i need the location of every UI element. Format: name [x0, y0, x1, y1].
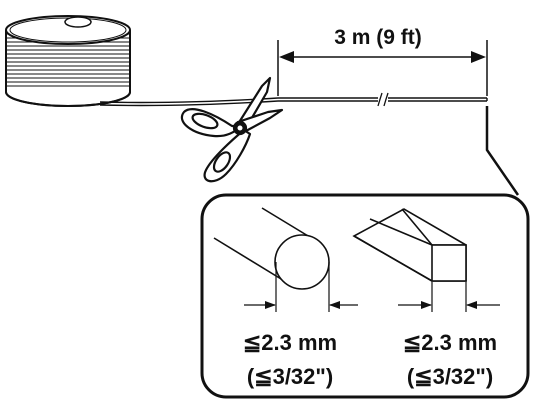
callout-leader	[485, 106, 520, 196]
round-wire-dimension	[244, 262, 358, 312]
scissors-icon	[180, 76, 284, 183]
length-label: 3 m (9 ft)	[334, 26, 422, 49]
square-wire-size-imperial: (≦3/32")	[407, 364, 493, 389]
round-wire-size-imperial: (≦3/32")	[247, 364, 333, 389]
square-wire-dimension	[398, 282, 500, 312]
wire	[99, 97, 488, 107]
wire-spool-icon	[5, 15, 131, 107]
round-wire-size: ≦2.3 mm	[243, 330, 337, 355]
length-dimension	[277, 40, 488, 96]
wire-break-mark	[377, 92, 389, 107]
square-wire-size: ≦2.3 mm	[403, 330, 497, 355]
square-wire-icon	[352, 208, 467, 282]
